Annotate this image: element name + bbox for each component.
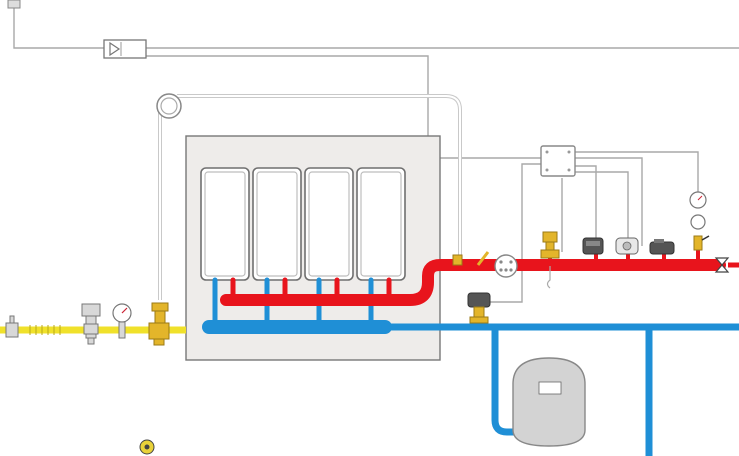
expansion-tank <box>512 357 586 447</box>
return-tank-branch <box>491 323 524 436</box>
supply-valve-fitting <box>452 254 463 266</box>
outdoor-sensor-icon <box>7 0 21 9</box>
boiler-module-3[interactable] <box>304 167 354 281</box>
boiler-module-2[interactable] <box>252 167 302 281</box>
supply-header <box>220 259 726 306</box>
gas-shutoff-valve[interactable] <box>5 315 19 338</box>
control-wiring <box>13 0 739 303</box>
pressure-switch-1[interactable] <box>582 237 604 255</box>
coil-sensor-icon <box>156 93 182 119</box>
wire-junction-switch3 <box>575 157 643 246</box>
boiler-modules <box>200 167 406 281</box>
flow-switch[interactable] <box>649 239 675 255</box>
gas-meter-badge <box>139 439 155 455</box>
gas-valve-brass[interactable] <box>148 302 170 346</box>
gas-pressure-regulator[interactable] <box>81 303 101 345</box>
tank-label-plate <box>538 381 562 395</box>
pressure-switch-2[interactable] <box>615 237 639 255</box>
wire-junction-switch1 <box>575 165 597 242</box>
wire-controller-boiler <box>146 55 429 140</box>
boiler-module-4[interactable] <box>356 167 406 281</box>
air-separator[interactable] <box>494 254 518 278</box>
return-piping <box>202 277 739 456</box>
supply-thermometer-gauge <box>689 191 710 251</box>
play-icon <box>109 41 121 57</box>
wire-junction-pump <box>490 163 541 303</box>
gas-pressure-gauge <box>112 303 132 339</box>
wire-junction-switch2 <box>575 171 629 242</box>
circulator-pump[interactable] <box>467 292 491 324</box>
junction-box[interactable] <box>540 145 576 177</box>
isolation-valve[interactable] <box>714 257 739 273</box>
wire-outdoor-sensor <box>13 0 104 49</box>
wire-junction-gauge <box>575 151 699 192</box>
controller-module[interactable] <box>103 39 147 59</box>
angled-stub <box>476 251 490 266</box>
supply-piping <box>220 243 726 306</box>
relief-valve[interactable] <box>540 231 560 289</box>
boiler-module-1[interactable] <box>200 167 250 281</box>
